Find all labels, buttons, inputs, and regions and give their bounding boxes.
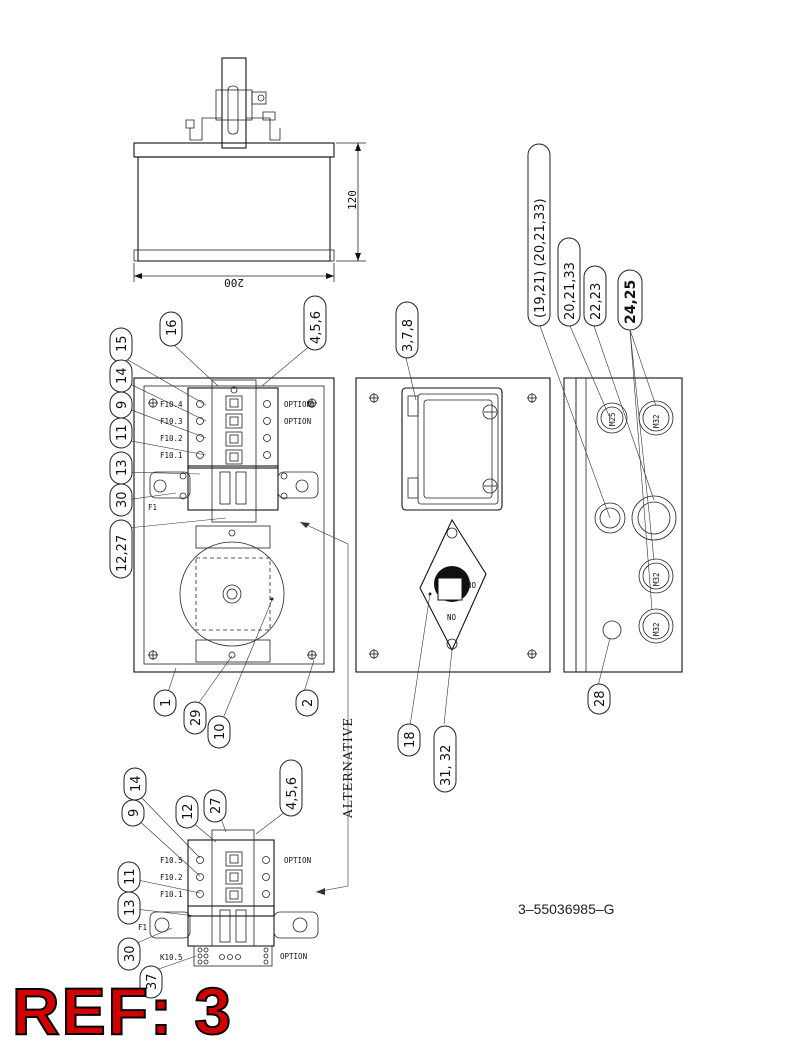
svg-text:13: 13: [123, 899, 138, 916]
alternative-layout-view: F10.5 F10.2 F10.1 OPTION F1 K10.5 OPTION: [125, 795, 319, 973]
svg-text:18: 18: [403, 731, 418, 748]
alternative-label: ALTERNATIVE: [341, 717, 355, 819]
callout-1: 1: [153, 689, 177, 717]
alt-callout-14: 14: [123, 767, 147, 801]
gland-m25-label: M25: [608, 412, 617, 426]
callout-13: 13: [109, 451, 133, 485]
callout-29: 29: [183, 701, 207, 735]
svg-text:15: 15: [115, 335, 130, 352]
callout-24-25: 24,25: [617, 269, 643, 331]
enclosure-lid-view: OFF ON: [355, 377, 551, 673]
callout-11: 11: [109, 417, 133, 449]
enclosure-side-view: M25 M32 M32 M32: [563, 377, 683, 673]
svg-text:30: 30: [123, 945, 138, 962]
enclosure-interior-view: F10.4 F10.3 F10.2 F10.1 OPTION OPTION F1: [133, 377, 335, 673]
alt-fuse-label-f10-2: F10.2: [160, 873, 183, 882]
width-dimension: 200: [224, 276, 244, 289]
callout-31-32: 31, 32: [433, 725, 457, 793]
callout-2: 2: [295, 689, 319, 717]
svg-text:14: 14: [129, 775, 144, 792]
alt-callout-9: 9: [121, 799, 145, 827]
svg-text:(19,21) (20,21,33): (19,21) (20,21,33): [533, 198, 548, 318]
reference-label: REF: 3: [11, 974, 234, 1048]
svg-text:29: 29: [189, 709, 204, 726]
callout-3-7-8: 3,7,8: [395, 301, 419, 359]
svg-text:9: 9: [115, 401, 130, 409]
alt-fuse-label-f10-1: F10.1: [160, 890, 183, 899]
callout-9: 9: [109, 391, 133, 419]
svg-text:27: 27: [209, 797, 224, 814]
svg-text:11: 11: [123, 868, 138, 885]
callout-4-5-6: 4,5,6: [303, 295, 327, 351]
callout-15: 15: [109, 327, 133, 363]
svg-text:22,23: 22,23: [589, 283, 604, 320]
alt-callout-27: 27: [203, 789, 227, 823]
svg-text:1: 1: [159, 699, 174, 707]
svg-text:16: 16: [165, 319, 180, 336]
svg-text:4,5,6: 4,5,6: [285, 777, 300, 810]
callout-18: 18: [397, 723, 421, 757]
svg-text:13: 13: [115, 459, 130, 476]
enclosure-top-view: 120 200: [133, 57, 366, 289]
breaker-label-f1: F1: [148, 503, 157, 512]
svg-text:11: 11: [115, 424, 130, 441]
svg-text:12: 12: [181, 803, 196, 820]
alt-callout-11: 11: [117, 861, 141, 893]
alt-option-label: OPTION: [284, 856, 311, 865]
svg-text:2: 2: [301, 699, 316, 707]
svg-text:3,7,8: 3,7,8: [401, 319, 416, 352]
alt-option-label-2: OPTION: [280, 952, 307, 961]
gland-m32-label-b: M32: [652, 572, 661, 586]
callout-28: 28: [587, 683, 611, 715]
alt-callout-12: 12: [175, 795, 199, 829]
option-label-1: OPTION: [284, 400, 311, 409]
svg-text:10: 10: [213, 723, 228, 740]
fuse-label-f10-3: F10.3: [160, 417, 183, 426]
callout-14: 14: [109, 359, 133, 393]
height-dimension: 120: [346, 190, 359, 210]
svg-text:12,27: 12,27: [115, 535, 130, 572]
svg-text:24,25: 24,25: [623, 280, 639, 324]
callout-16: 16: [159, 311, 183, 347]
alt-callout-13: 13: [117, 891, 141, 925]
callout-22-23: 22,23: [583, 265, 607, 327]
svg-text:28: 28: [593, 690, 608, 707]
alt-callout-30: 30: [117, 937, 141, 971]
callout-19-21-20-21-33: (19,21) (20,21,33): [527, 143, 551, 327]
alt-relay-label-k10-5: K10.5: [160, 953, 183, 962]
fuse-label-f10-1: F10.1: [160, 451, 183, 460]
callout-12-27: 12,27: [109, 519, 133, 579]
switch-position-off: OFF: [462, 580, 476, 589]
gland-m32-label-c: M32: [652, 622, 661, 636]
svg-text:20,21,33: 20,21,33: [563, 262, 578, 320]
leader-lines: [125, 325, 657, 895]
alt-breaker-label-f1: F1: [138, 923, 147, 932]
alt-fuse-label-f10-5: F10.5: [160, 856, 183, 865]
callout-20-21-33: 20,21,33: [557, 237, 581, 327]
fuse-label-f10-2: F10.2: [160, 434, 183, 443]
svg-text:30: 30: [115, 491, 130, 508]
callout-10: 10: [207, 715, 231, 749]
alt-callout-4-5-6: 4,5,6: [279, 759, 303, 817]
callout-30: 30: [109, 483, 133, 517]
svg-text:4,5,6: 4,5,6: [309, 311, 324, 344]
svg-text:14: 14: [115, 367, 130, 384]
svg-text:9: 9: [127, 809, 142, 817]
svg-text:31, 32: 31, 32: [439, 745, 454, 786]
switch-position-on: ON: [447, 612, 456, 621]
option-label-2: OPTION: [284, 417, 311, 426]
gland-m32-label-a: M32: [652, 414, 661, 428]
svg-text:37: 37: [145, 973, 160, 990]
document-number: 3–55036985–G: [518, 901, 615, 917]
alt-callout-37: 37: [139, 965, 163, 999]
